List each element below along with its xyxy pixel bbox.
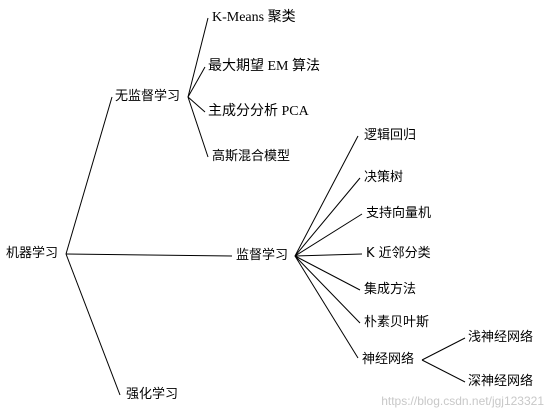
node-reinforcement: 强化学习: [126, 387, 179, 402]
node-kmeans: K-Means 聚类: [212, 10, 296, 25]
edge-nn-shallow: [421, 337, 466, 361]
edge-sup-ensemble: [294, 255, 361, 291]
edge-root-supervised: [65, 253, 233, 257]
node-supervised: 监督学习: [236, 248, 289, 263]
node-pca: 主成分分析 PCA: [208, 104, 309, 119]
node-root: 机器学习: [6, 246, 59, 261]
node-unsupervised: 无监督学习: [115, 89, 181, 104]
edge-sup-dtree: [294, 177, 361, 257]
node-svm: 支持向量机: [366, 206, 432, 221]
node-decision-tree: 决策树: [364, 170, 404, 185]
edge-nn-deep: [421, 359, 466, 383]
edge-unsup-pca: [187, 96, 206, 113]
edge-unsup-kmeans: [187, 17, 209, 98]
node-shallow-nn: 浅神经网络: [468, 330, 534, 345]
edge-root-reinforcement: [65, 253, 121, 396]
edge-unsup-gmm: [187, 96, 209, 158]
node-knn: K 近邻分类: [366, 246, 431, 261]
edge-sup-svm: [294, 213, 363, 257]
node-neural-network: 神经网络: [362, 352, 415, 367]
node-gmm: 高斯混合模型: [212, 149, 291, 164]
edge-root-unsupervised: [65, 96, 113, 255]
node-ensemble: 集成方法: [364, 282, 417, 297]
watermark: https://blog.csdn.net/jgj123321: [381, 394, 544, 408]
node-deep-nn: 深神经网络: [468, 374, 534, 389]
edge-unsup-em: [187, 66, 206, 98]
node-em: 最大期望 EM 算法: [208, 59, 320, 74]
node-logistic-regression: 逻辑回归: [364, 128, 417, 143]
edge-sup-knn: [294, 253, 363, 257]
edge-sup-nn: [294, 255, 359, 359]
edge-sup-logreg: [294, 135, 359, 257]
edge-sup-nb: [294, 255, 361, 324]
node-naive-bayes: 朴素贝叶斯: [364, 315, 430, 330]
